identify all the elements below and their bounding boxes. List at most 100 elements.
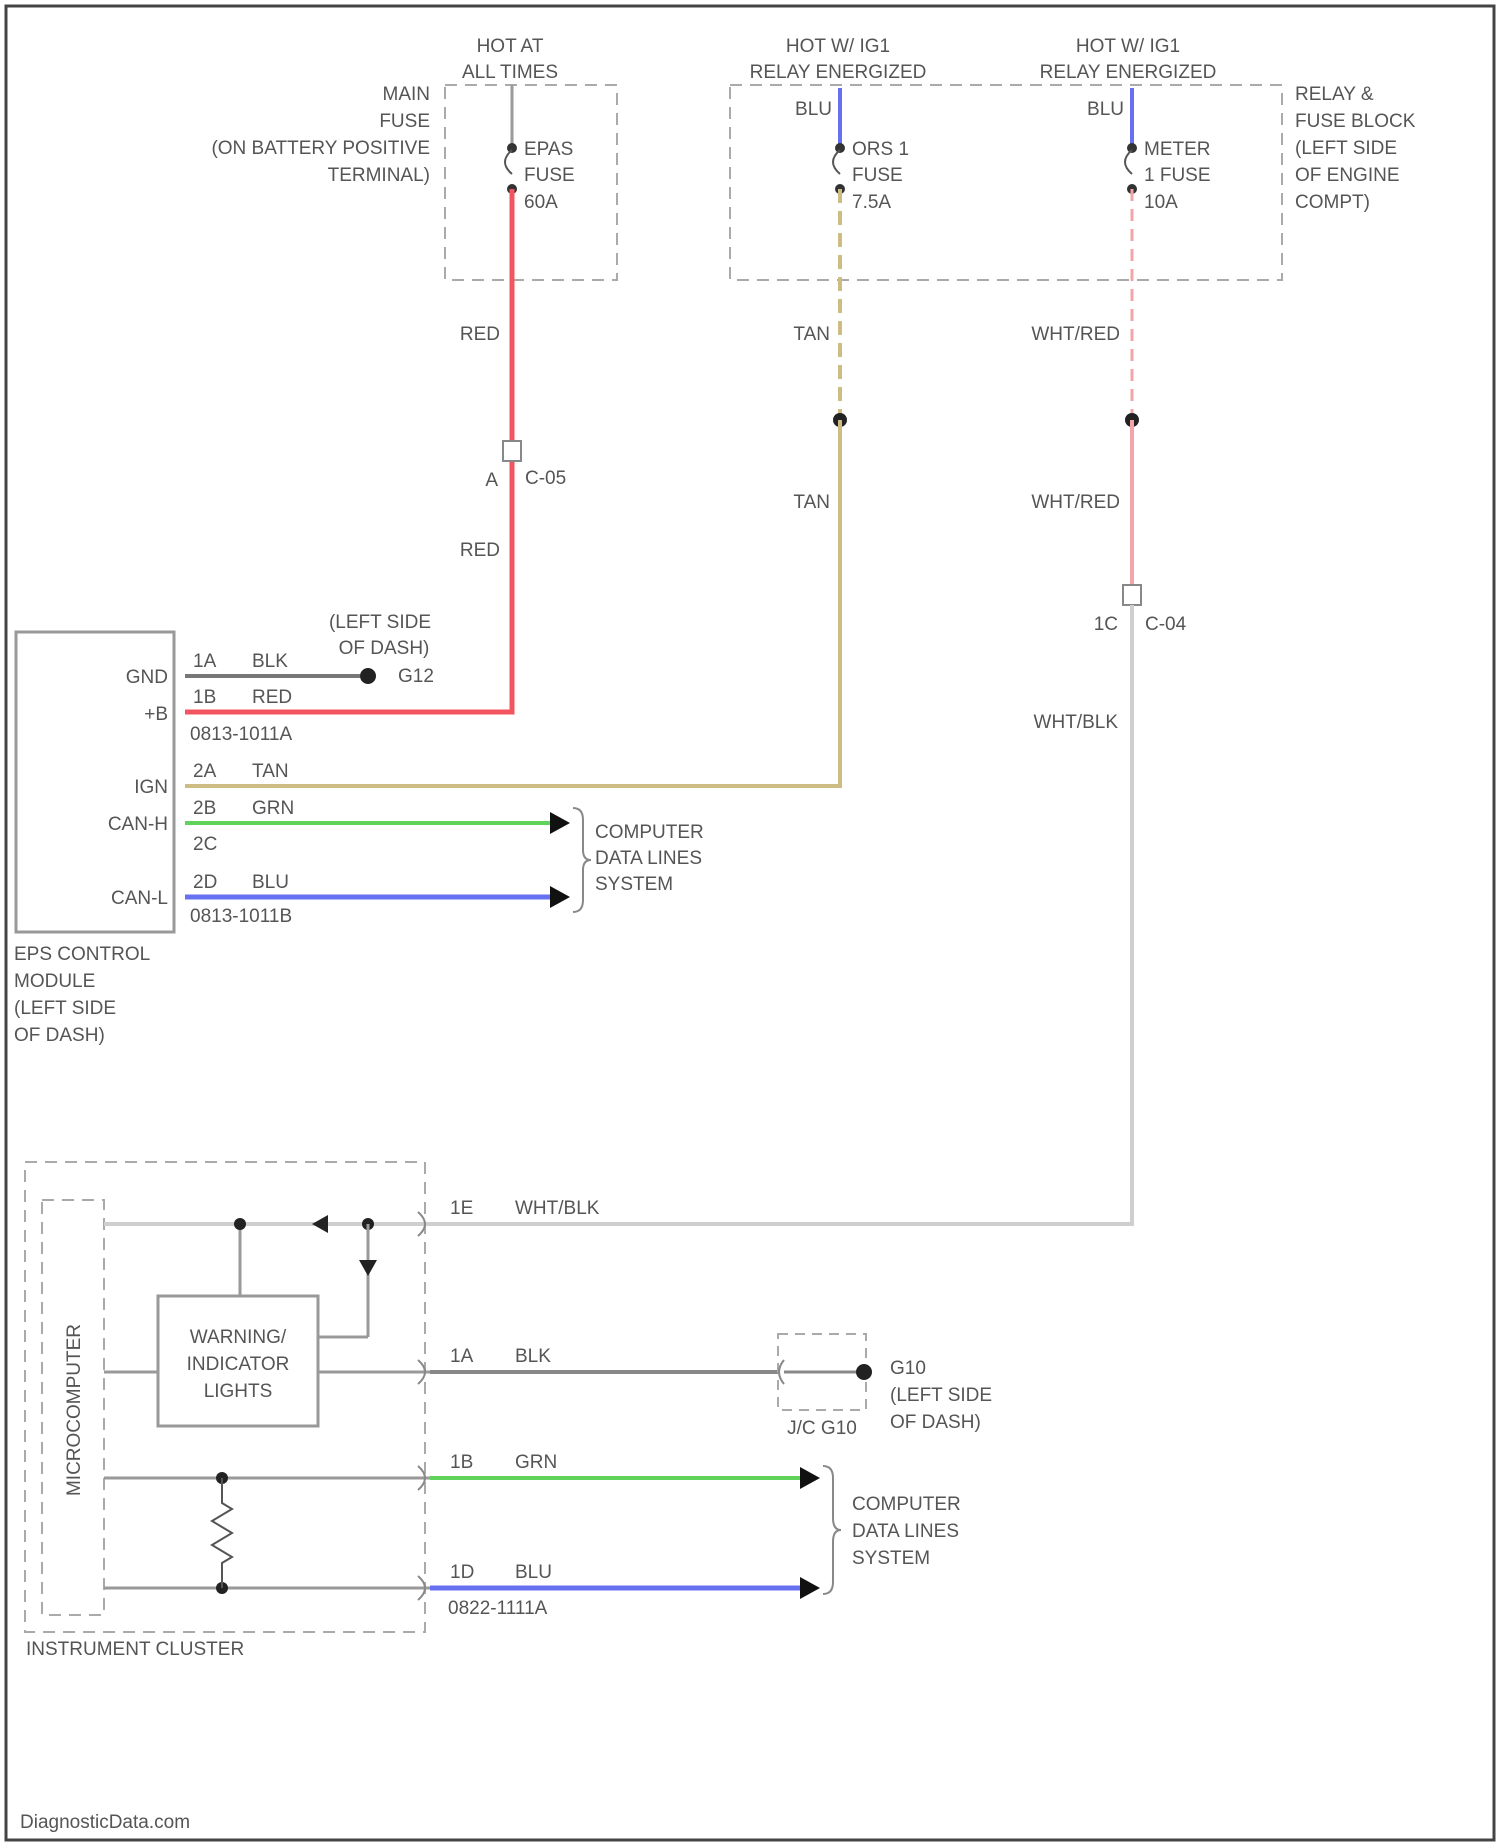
warning-label-1: WARNING/	[190, 1327, 287, 1348]
jc-g10-pin-icon	[779, 1360, 784, 1384]
wht-blk-label-vertical: WHT/BLK	[1034, 712, 1119, 733]
ors-fuse-label-2: FUSE	[852, 165, 903, 186]
red-power-wire	[185, 189, 512, 712]
wire-runs: RED RED A C-05 TAN TAN WHT/RED WHT/RED 1…	[185, 189, 1187, 1224]
cluster-wire-1a: BLK	[515, 1346, 551, 1367]
cluster-wire-1b: GRN	[515, 1452, 557, 1473]
hot-relay-b-line1: HOT W/ IG1	[1076, 36, 1180, 57]
eps-can-dest-1: COMPUTER	[595, 822, 704, 843]
connector-c05-label: C-05	[525, 468, 566, 489]
eps-pin-2a: 2A	[193, 761, 217, 782]
ground-g12-location-1: (LEFT SIDE	[329, 612, 431, 633]
cluster-can-dest-3: SYSTEM	[852, 1548, 930, 1569]
ground-g10-location-2: OF DASH)	[890, 1412, 981, 1433]
eps-module-label-2: MODULE	[14, 971, 95, 992]
connector-c04-label: C-04	[1145, 614, 1187, 635]
meter-fuse-label-2: 1 FUSE	[1144, 165, 1211, 186]
connector-c05-icon	[503, 441, 521, 461]
jc-g10-label: J/C G10	[787, 1418, 857, 1439]
tan-wire-label-upper: TAN	[793, 324, 830, 345]
relay-block-label-5: COMPT)	[1295, 192, 1370, 213]
meter-blu-label: BLU	[1087, 99, 1124, 120]
epas-fuse-label-1: EPAS	[524, 139, 573, 160]
relay-block-label-2: FUSE BLOCK	[1295, 111, 1416, 132]
cluster-can-brace	[823, 1466, 841, 1594]
cluster-pin-1d: 1D	[450, 1562, 474, 1583]
warning-label-2: INDICATOR	[187, 1354, 290, 1375]
cluster-can-dest-2: DATA LINES	[852, 1521, 959, 1542]
cluster-pin-1a: 1A	[450, 1346, 474, 1367]
meter-fuse-terminal-top	[1127, 143, 1137, 153]
eps-pin-can-l: CAN-L	[111, 888, 168, 909]
connector-c04-icon	[1123, 585, 1141, 605]
eps-connector-1: 0813-1011A	[190, 724, 292, 745]
ground-g10-location-1: (LEFT SIDE	[890, 1385, 992, 1406]
epas-fuse-terminal-top	[507, 143, 517, 153]
cluster-diode-down-icon	[359, 1260, 377, 1276]
connector-c04-pin: 1C	[1094, 614, 1118, 635]
eps-module-label-4: OF DASH)	[14, 1025, 105, 1046]
hot-at-all-times-line1: HOT AT	[477, 36, 544, 57]
cluster-wire-1e: WHT/BLK	[515, 1198, 600, 1219]
cluster-can-h-arrow	[800, 1467, 820, 1489]
eps-pin-can-h: CAN-H	[108, 814, 168, 835]
eps-wire-1b: RED	[252, 687, 292, 708]
cluster-can-l-arrow	[800, 1577, 820, 1599]
eps-pin-2b: 2B	[193, 798, 216, 819]
relay-block-label-1: RELAY &	[1295, 84, 1374, 105]
eps-wire-2a: TAN	[252, 761, 289, 782]
eps-can-l-arrow	[550, 886, 570, 908]
epas-fuse-icon	[505, 150, 512, 174]
tan-wire-label-lower: TAN	[793, 492, 830, 513]
ground-g12-icon	[360, 668, 376, 684]
supply-section: HOT AT ALL TIMES HOT W/ IG1 RELAY ENERGI…	[211, 36, 1415, 280]
cluster-pin-1e: 1E	[450, 1198, 473, 1219]
cluster-bus-node-1	[234, 1218, 246, 1230]
epas-fuse-label-2: FUSE	[524, 165, 575, 186]
eps-wire-1a: BLK	[252, 651, 288, 672]
microcomputer-label: MICROCOMPUTER	[64, 1324, 85, 1496]
cluster-pin-1b: 1B	[450, 1452, 473, 1473]
eps-pin-gnd: GND	[126, 667, 168, 688]
eps-can-dest-2: DATA LINES	[595, 848, 702, 869]
ground-g10-label: G10	[890, 1358, 926, 1379]
eps-can-h-arrow	[550, 812, 570, 834]
connector-c05-pin: A	[485, 470, 498, 491]
eps-pin-2c: 2C	[193, 834, 217, 855]
main-fuse-label-1: MAIN	[383, 84, 431, 105]
ground-g12-label: G12	[398, 666, 434, 687]
eps-wire-2b: GRN	[252, 798, 294, 819]
wht-blk-wire	[430, 605, 1132, 1224]
eps-module-label-3: (LEFT SIDE	[14, 998, 116, 1019]
eps-pin-b: +B	[144, 704, 168, 725]
hot-relay-b-line2: RELAY ENERGIZED	[1040, 62, 1217, 83]
wht-red-label-lower: WHT/RED	[1031, 492, 1120, 513]
ors-fuse-label-1: ORS 1	[852, 139, 909, 160]
ground-g10-icon	[856, 1364, 872, 1380]
eps-pin-1a: 1A	[193, 651, 217, 672]
meter-fuse-label-3: 10A	[1144, 192, 1178, 213]
wht-red-label-upper: WHT/RED	[1031, 324, 1120, 345]
meter-fuse-icon	[1125, 150, 1132, 174]
hot-at-all-times-line2: ALL TIMES	[462, 62, 558, 83]
ors-blu-label: BLU	[795, 99, 832, 120]
footer-watermark: DiagnosticData.com	[20, 1812, 190, 1833]
relay-block-label-4: OF ENGINE	[1295, 165, 1400, 186]
red-wire-label-upper: RED	[460, 324, 500, 345]
eps-can-dest-3: SYSTEM	[595, 874, 673, 895]
ors-fuse-label-3: 7.5A	[852, 192, 891, 213]
relay-block-label-3: (LEFT SIDE	[1295, 138, 1397, 159]
epas-fuse-label-3: 60A	[524, 192, 558, 213]
termination-resistor-icon	[212, 1478, 232, 1588]
main-fuse-label-2: FUSE	[379, 111, 430, 132]
main-fuse-label-4: TERMINAL)	[328, 165, 430, 186]
eps-control-module: GND +B IGN CAN-H CAN-L 1A BLK (LEFT SIDE…	[14, 612, 704, 1046]
cluster-connector: 0822-1111A	[448, 1598, 548, 1619]
eps-connector-2: 0813-1011B	[190, 906, 292, 927]
meter-fuse-label-1: METER	[1144, 139, 1211, 160]
instrument-cluster-label: INSTRUMENT CLUSTER	[26, 1639, 244, 1660]
hot-relay-a-line1: HOT W/ IG1	[786, 36, 890, 57]
cluster-can-dest-1: COMPUTER	[852, 1494, 961, 1515]
eps-wire-2d: BLU	[252, 872, 289, 893]
cluster-diode-left-icon	[312, 1215, 328, 1233]
